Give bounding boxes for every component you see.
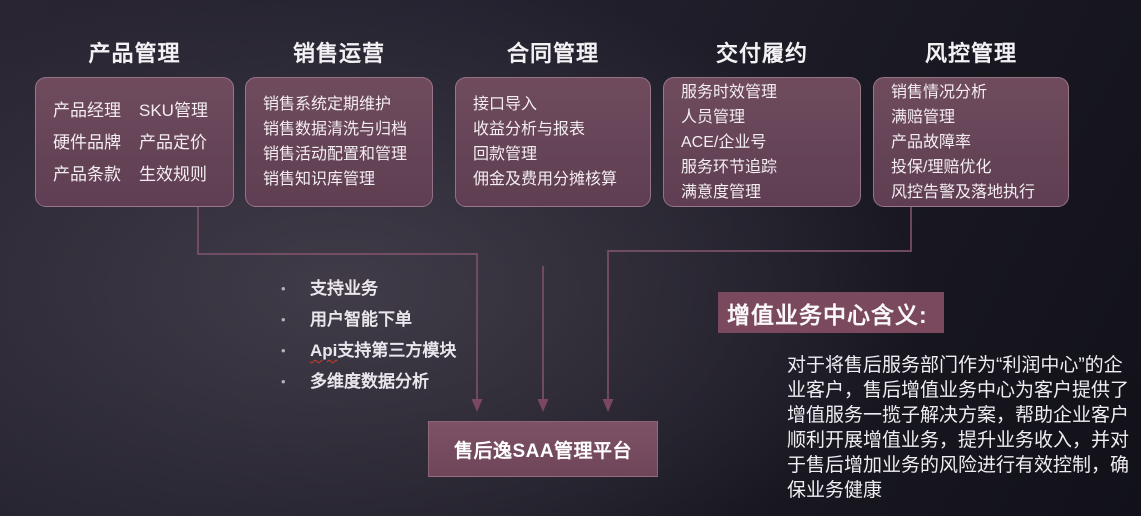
definition-title: 增值业务中心含义: xyxy=(718,292,944,333)
column-product-management: 产品管理 产品经理 SKU管理硬件品牌产品定价产品条款生效规则 xyxy=(35,40,234,207)
box-item: 销售知识库管理 xyxy=(263,171,376,188)
column-box: 产品经理 SKU管理硬件品牌产品定价产品条款生效规则 xyxy=(35,77,234,207)
box-item: 销售数据清洗与归档 xyxy=(263,121,408,138)
box-item: 投保/理赔优化 xyxy=(891,158,992,176)
box-item: 佣金及费用分摊核算 xyxy=(473,171,618,188)
column-box: 服务时效管理人员管理 ACE/企业号服务环节追踪满意度管理 xyxy=(663,77,861,207)
box-item: 生效规则 xyxy=(139,164,207,184)
column-title: 产品管理 xyxy=(88,41,181,66)
box-item: 满赔管理 xyxy=(891,108,956,126)
column-box: 销售系统定期维护销售数据清洗与归档销售活动配置和管理销售知识库管理 xyxy=(245,77,433,207)
box-item: 产品条款 xyxy=(53,164,121,184)
box-item: SKU管理 xyxy=(139,100,208,120)
arrowhead-middle-icon xyxy=(537,399,549,412)
box-item: 收益分析与报表 xyxy=(473,121,586,138)
bullet-item: 多维度数据分析 xyxy=(281,372,456,391)
box-item: 回款管理 xyxy=(473,146,538,163)
column-title: 销售运营 xyxy=(292,41,385,66)
box-item: 人员管理 xyxy=(681,108,746,126)
box-item: 销售情况分析 xyxy=(891,83,988,101)
arrowhead-left-icon xyxy=(471,399,483,412)
box-item: 接口导入 xyxy=(473,96,538,113)
definition-body: 对于将售后服务部门作为“利润中心”的企业客户，售后增值业务中心为客户提供了增值服… xyxy=(787,355,1130,501)
box-item: 产品定价 xyxy=(139,132,207,152)
box-item: ACE/企业号 xyxy=(681,133,767,151)
feature-bullet-list: 支持业务用户智能下单 Api支持第三方模块多维度数据分析 xyxy=(281,279,456,403)
bullet-item: 用户智能下单 xyxy=(281,310,456,329)
arrowhead-right-icon xyxy=(602,399,614,412)
box-item: 销售系统定期维护 xyxy=(263,96,392,113)
box-item: 产品经理 xyxy=(53,100,121,120)
bullet-item: 支持业务 xyxy=(281,279,456,298)
column-box: 销售情况分析满赔管理产品故障率投保/理赔优化风控告警及落地执行 xyxy=(873,77,1069,207)
platform-box: 售后逸SAA管理平台 xyxy=(428,421,658,477)
column-title: 交付履约 xyxy=(715,41,808,66)
box-item: 服务环节追踪 xyxy=(681,158,778,176)
box-item: 满意度管理 xyxy=(681,183,762,201)
box-item: 销售活动配置和管理 xyxy=(263,146,408,163)
box-item: 硬件品牌 xyxy=(53,132,121,152)
box-item: 服务时效管理 xyxy=(681,83,778,101)
column-contract-management: 合同管理 接口导入收益分析与报表回款管理佣金及费用分摊核算 xyxy=(455,40,651,207)
column-title: 风控管理 xyxy=(924,41,1017,66)
spellcheck-underlined-text: Api xyxy=(310,341,338,360)
column-title: 合同管理 xyxy=(506,41,599,66)
box-item: 产品故障率 xyxy=(891,133,972,151)
column-delivery-fulfillment: 交付履约 服务时效管理人员管理 ACE/企业号服务环节追踪满意度管理 xyxy=(663,40,861,207)
column-risk-control: 风控管理 销售情况分析满赔管理产品故障率投保/理赔优化风控告警及落地执行 xyxy=(873,40,1069,207)
box-item: 风控告警及落地执行 xyxy=(891,183,1036,201)
column-box: 接口导入收益分析与报表回款管理佣金及费用分摊核算 xyxy=(455,77,651,207)
column-sales-operation: 销售运营 销售系统定期维护销售数据清洗与归档销售活动配置和管理销售知识库管理 xyxy=(245,40,433,207)
